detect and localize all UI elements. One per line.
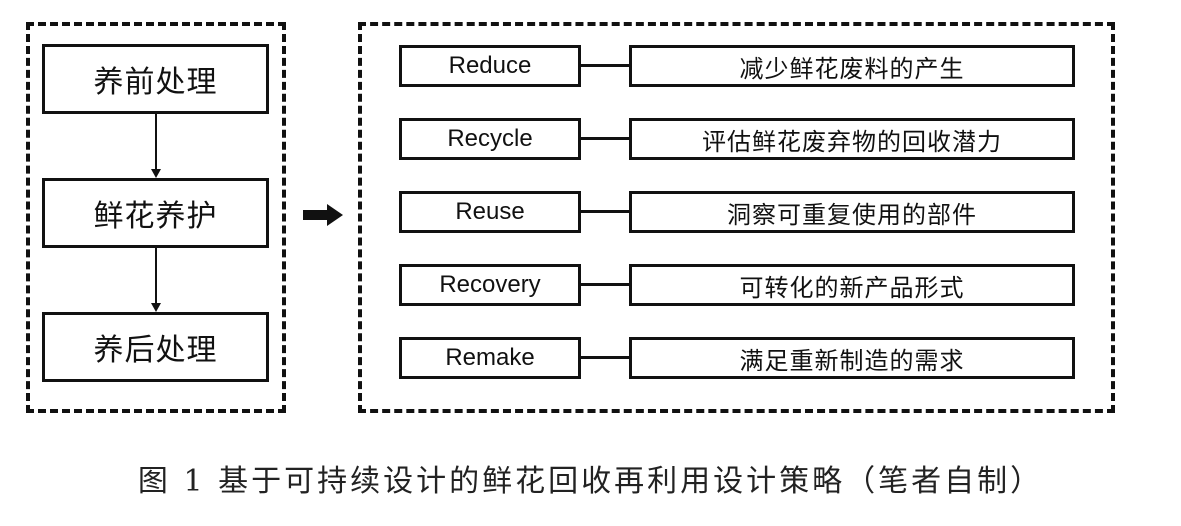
down-arrow-icon <box>151 248 161 312</box>
stage-box-pre-care: 养前处理 <box>42 44 269 114</box>
strategies-group <box>358 22 1115 413</box>
connector-line <box>581 356 629 359</box>
strategy-term: Reuse <box>399 191 581 233</box>
strategy-term: Recovery <box>399 264 581 306</box>
down-arrow-icon <box>151 114 161 178</box>
stage-label: 养后处理 <box>93 333 218 368</box>
strategy-description: 减少鲜花废料的产生 <box>629 45 1075 87</box>
right-arrow-icon <box>303 204 343 226</box>
strategy-term: Reduce <box>399 45 581 87</box>
strategy-description: 评估鲜花废弃物的回收潜力 <box>629 118 1075 160</box>
strategy-term: Recycle <box>399 118 581 160</box>
connector-line <box>581 210 629 213</box>
strategy-row-recycle: Recycle 评估鲜花废弃物的回收潜力 <box>399 118 1077 160</box>
strategy-row-reuse: Reuse 洞察可重复使用的部件 <box>399 191 1077 233</box>
strategy-row-reduce: Reduce 减少鲜花废料的产生 <box>399 45 1077 87</box>
strategy-term: Remake <box>399 337 581 379</box>
connector-line <box>581 283 629 286</box>
stage-label: 养前处理 <box>93 65 218 100</box>
strategy-row-remake: Remake 满足重新制造的需求 <box>399 337 1077 379</box>
connector-line <box>581 137 629 140</box>
stage-label: 鲜花养护 <box>93 199 218 234</box>
strategy-description: 洞察可重复使用的部件 <box>629 191 1075 233</box>
process-stages-group <box>26 22 286 413</box>
connector-line <box>581 64 629 67</box>
strategy-row-recovery: Recovery 可转化的新产品形式 <box>399 264 1077 306</box>
stage-box-post-care: 养后处理 <box>42 312 269 382</box>
stage-box-care: 鲜花养护 <box>42 178 269 248</box>
strategy-description: 满足重新制造的需求 <box>629 337 1075 379</box>
strategy-description: 可转化的新产品形式 <box>629 264 1075 306</box>
figure-caption: 图 1 基于可持续设计的鲜花回收再利用设计策略（笔者自制） <box>137 464 1044 499</box>
